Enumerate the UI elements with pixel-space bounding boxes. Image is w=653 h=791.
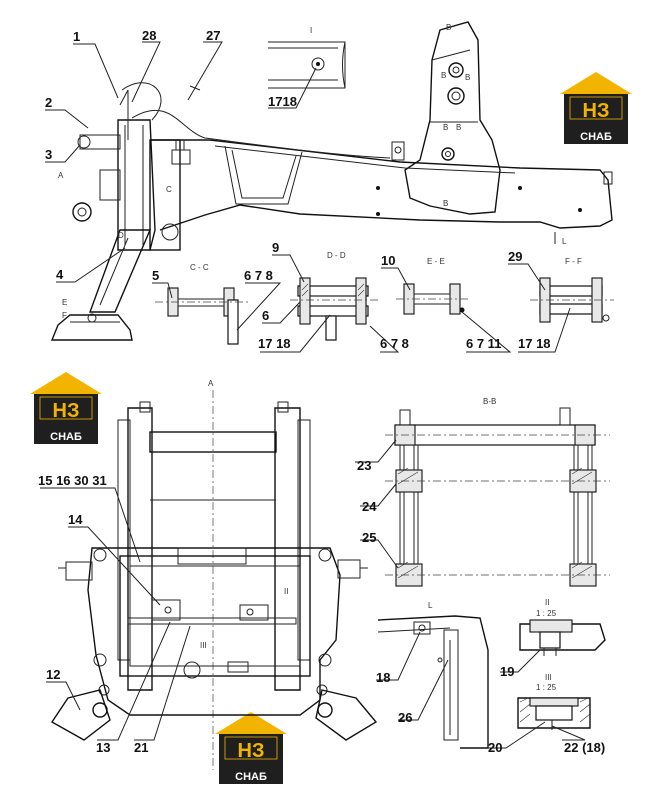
section-ff-label: F - F: [565, 257, 582, 266]
section-mark-d: D: [118, 231, 124, 240]
callout-10: 10: [381, 253, 395, 268]
detail-iii-label: III: [545, 673, 552, 682]
callout-27: 27: [206, 28, 220, 43]
callout-6: 6: [262, 308, 269, 323]
logo-text: НЗ: [238, 740, 265, 762]
detail-ii-mark: II: [284, 587, 288, 596]
callout-25: 25: [362, 530, 376, 545]
section-mark-b: B: [446, 23, 451, 32]
section-mark-a: A: [58, 171, 64, 180]
detail-iii: III 1 : 25: [517, 673, 591, 730]
side-view: B B B B B B: [50, 21, 613, 341]
callout-2: 2: [45, 95, 52, 110]
callout-28: 28: [142, 28, 156, 43]
section-bb-label: B-B: [483, 397, 496, 406]
detail-ii-scale: 1 : 25: [536, 609, 557, 618]
section-mark-b: B: [465, 73, 470, 82]
callout-18: 18: [376, 670, 390, 685]
section-bb: B-B: [385, 397, 610, 587]
brand-logo-bottom: НЗ СНАБ: [214, 711, 288, 785]
callout-12: 12: [46, 667, 60, 682]
callout-23: 23: [357, 458, 371, 473]
section-mark-e: E: [62, 298, 67, 307]
section-ee: E - E: [396, 257, 470, 315]
section-cc: C - C: [155, 263, 248, 345]
section-dd-label: D - D: [327, 251, 346, 260]
callout-4: 4: [56, 267, 64, 282]
callout-5: 5: [152, 268, 159, 283]
view-l: L: [377, 601, 489, 749]
logo-text: НЗ: [53, 400, 80, 422]
callout-6-7-11: 6 7 11: [466, 336, 501, 351]
callout-1: 1: [73, 29, 80, 44]
callout-20: 20: [488, 740, 502, 755]
callout-19: 19: [500, 664, 514, 679]
callout-22-18: 22 (18): [564, 740, 605, 755]
callout-24: 24: [362, 499, 377, 514]
brand-logo-top-right: НЗ СНАБ: [559, 71, 633, 145]
callout-21: 21: [134, 740, 148, 755]
brand-logo-left: НЗ СНАБ: [29, 371, 103, 445]
section-mark-l: L: [562, 237, 567, 246]
callout-3: 3: [45, 147, 52, 162]
detail-iii-mark: III: [200, 641, 207, 650]
view-i-detail: I: [268, 26, 346, 89]
logo-subtext: СНАБ: [580, 131, 612, 143]
callout-29: 29: [508, 249, 522, 264]
section-mark-b: B: [443, 199, 448, 208]
callout-17-18-a: 17 18: [258, 336, 291, 351]
section-mark-b: B: [443, 123, 448, 132]
view-i-label: I: [310, 26, 312, 35]
callout-6-7-8-a: 6 7 8: [244, 268, 273, 283]
callout-14: 14: [68, 512, 83, 527]
callout-6-7-8-b: 6 7 8: [380, 336, 409, 351]
view-l-label: L: [428, 601, 433, 610]
section-mark-c: C: [166, 185, 172, 194]
section-dd: D - D: [290, 251, 378, 341]
section-mark-f: F: [62, 311, 67, 320]
front-view-a: A II: [50, 379, 378, 770]
logo-text: НЗ: [583, 100, 610, 122]
view-a-label: A: [208, 379, 214, 388]
detail-ii: II 1 : 25: [519, 598, 606, 656]
section-mark-b: B: [441, 71, 446, 80]
section-cc-label: C - C: [190, 263, 209, 272]
section-ff: F - F: [530, 257, 614, 323]
logo-subtext: СНАБ: [235, 771, 267, 783]
callout-26: 26: [398, 710, 412, 725]
callout-9: 9: [272, 240, 279, 255]
callout-13: 13: [96, 740, 110, 755]
detail-iii-scale: 1 : 25: [536, 683, 557, 692]
leader-lines: [40, 41, 586, 749]
callout-17-18-top: 1718: [268, 94, 297, 109]
callout-17-18-b: 17 18: [518, 336, 551, 351]
section-ee-label: E - E: [427, 257, 445, 266]
section-mark-b: B: [456, 123, 461, 132]
callout-15-16-30-31: 15 16 30 31: [38, 473, 107, 488]
callouts: 1 28 27 2 3 4 1718 5 6 7 8 9 6 17 18 6 7…: [38, 28, 605, 755]
detail-ii-label: II: [545, 598, 549, 607]
logo-subtext: СНАБ: [50, 431, 82, 443]
